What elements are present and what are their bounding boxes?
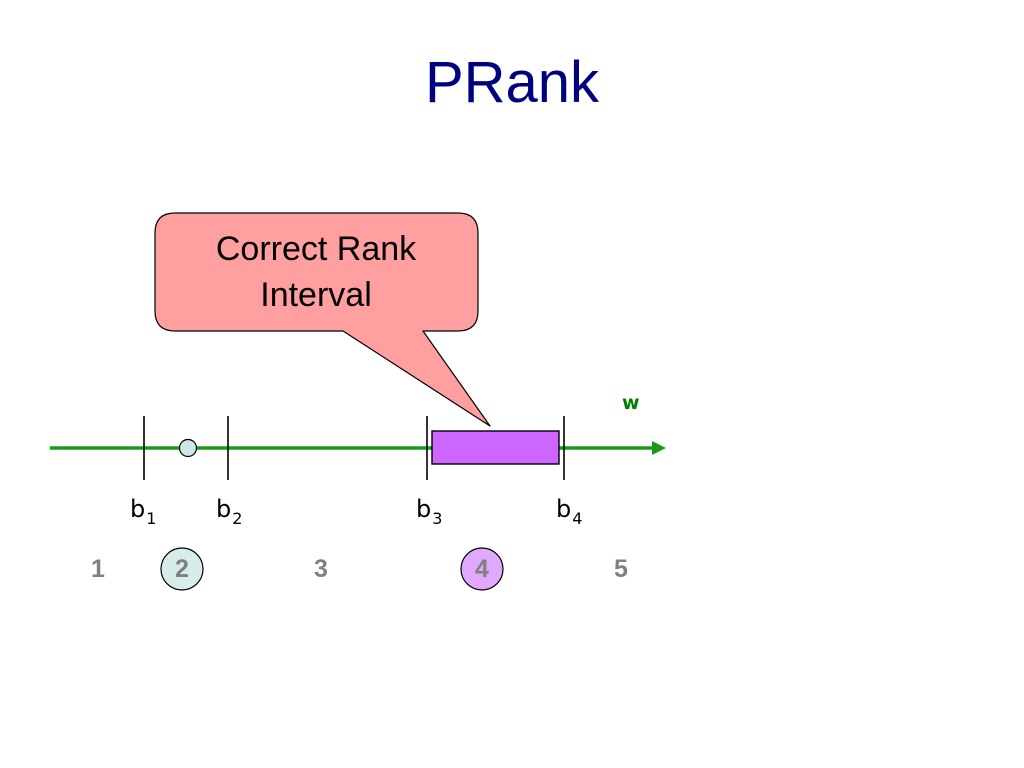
threshold-label-b1: b1 — [130, 495, 157, 528]
weight-axis-arrowhead — [652, 441, 666, 455]
threshold-label-b4: b4 — [556, 495, 583, 528]
slide-title: PRank — [424, 50, 600, 115]
predicted-rank-circle — [160, 547, 204, 591]
correct-rank-interval — [431, 430, 560, 465]
threshold-label-b3: b3 — [416, 495, 443, 528]
rank-1: 1 — [91, 555, 105, 583]
rank-2: 2 — [175, 555, 189, 583]
callout-text: Correct Rank Interval — [160, 226, 472, 318]
callout-line-1: Correct Rank — [215, 230, 417, 268]
callout-line-2: Interval — [260, 276, 372, 314]
rank-4: 4 — [475, 555, 489, 583]
axis-label-w: w — [622, 392, 640, 414]
callout-bubble — [154, 212, 491, 427]
threshold-label-b2: b2 — [216, 495, 243, 528]
predicted-score-marker — [178, 438, 198, 458]
correct-rank-circle — [460, 547, 504, 591]
rank-5: 5 — [614, 555, 628, 583]
rank-3: 3 — [314, 555, 328, 583]
